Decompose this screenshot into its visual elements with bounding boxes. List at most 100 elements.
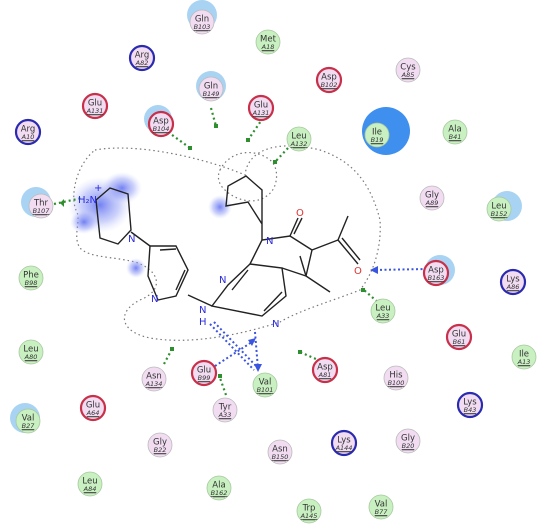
- residue-circle: [212, 397, 238, 423]
- residue-id: A13: [517, 358, 531, 366]
- residue-name: Met: [260, 35, 277, 45]
- residue-circle: [190, 359, 218, 387]
- residue-id: A64: [86, 409, 100, 417]
- residue-name: Asp: [153, 117, 169, 127]
- residue-id: A81: [318, 371, 332, 379]
- residue-name: Thr: [33, 199, 49, 209]
- residue-name: Lys: [463, 398, 477, 408]
- residue-id: B103: [194, 23, 211, 31]
- piperazine-ring: [95, 187, 132, 245]
- residue-circle: [255, 29, 281, 55]
- residue-name: Cys: [400, 63, 416, 73]
- residue-circle: [486, 196, 512, 222]
- interaction-lines: [53, 107, 428, 396]
- residue-bubbles: GlnB103MetA18ArgA82AspB102CysA85GlnB149G…: [14, 9, 537, 524]
- arrowheads: [248, 266, 378, 372]
- residue-name: Trp: [302, 504, 316, 514]
- residue-circle: [77, 471, 103, 497]
- residue-circle: [511, 344, 537, 370]
- residue-name: Asp: [428, 266, 444, 276]
- residue-circle: [383, 365, 409, 391]
- residue-name: Ile: [372, 128, 382, 138]
- atom-h2n-plus: H₂N: [78, 195, 97, 206]
- residue-id: A84: [83, 485, 97, 493]
- residue-id: A145: [300, 512, 318, 520]
- residue-name: Leu: [491, 202, 506, 212]
- residue-circle: [296, 498, 322, 524]
- residue-name: Glu: [452, 330, 466, 340]
- residue-name: Ala: [212, 481, 225, 491]
- residue-circle: [368, 494, 394, 520]
- pyrimidine-ring: [210, 263, 287, 317]
- atom-n-pyrimidine-2: N: [272, 319, 279, 330]
- residue-circle: [247, 94, 275, 122]
- residue-name: Ile: [519, 350, 529, 360]
- residue-name: Arg: [21, 125, 36, 135]
- residue-name: Lys: [337, 436, 351, 446]
- residue-name: Asp: [317, 363, 333, 373]
- residue-id: B27: [22, 422, 36, 430]
- residue-name: Leu: [375, 304, 390, 314]
- ligand-exposure-clouds: [68, 172, 232, 278]
- residue-circle: [442, 119, 468, 145]
- residue-name: Ala: [448, 125, 461, 135]
- residue-name: Lys: [506, 275, 520, 285]
- residue-id: B77: [375, 508, 389, 516]
- residue-id: B61: [453, 338, 466, 346]
- atom-h-link: H: [199, 317, 207, 328]
- residue-id: B22: [154, 446, 167, 454]
- residue-name: Glu: [254, 101, 268, 111]
- residue-id: A10: [21, 133, 35, 141]
- residue-name: Leu: [291, 132, 306, 142]
- residue-id: A131: [86, 107, 104, 115]
- residue-id: B99: [198, 374, 211, 382]
- residue-circle: [422, 259, 450, 287]
- residue-id: A131: [252, 109, 270, 117]
- residue-circle: [147, 110, 175, 138]
- atom-n-pyridine: N: [151, 294, 158, 305]
- residue-circle: [311, 356, 339, 384]
- residue-name: Val: [375, 500, 388, 510]
- residue-circle: [206, 475, 232, 501]
- residue-circle: [315, 66, 343, 94]
- residue-id: B43: [464, 406, 477, 414]
- residue-id: A82: [135, 59, 149, 67]
- residue-name: Gly: [425, 191, 439, 201]
- residue-circle: [28, 193, 54, 219]
- residue-name: Arg: [135, 51, 150, 61]
- residue-id: B149: [203, 90, 220, 98]
- residue-circle: [18, 265, 44, 291]
- residue-name: Asp: [321, 73, 337, 83]
- atom-n-piperazine: N: [128, 234, 135, 245]
- residue-id: B107: [33, 207, 51, 215]
- residue-circle: [189, 9, 215, 35]
- residue-circle: [128, 44, 156, 72]
- atom-o-acetyl: O: [354, 266, 362, 277]
- residue-circle: [141, 366, 167, 392]
